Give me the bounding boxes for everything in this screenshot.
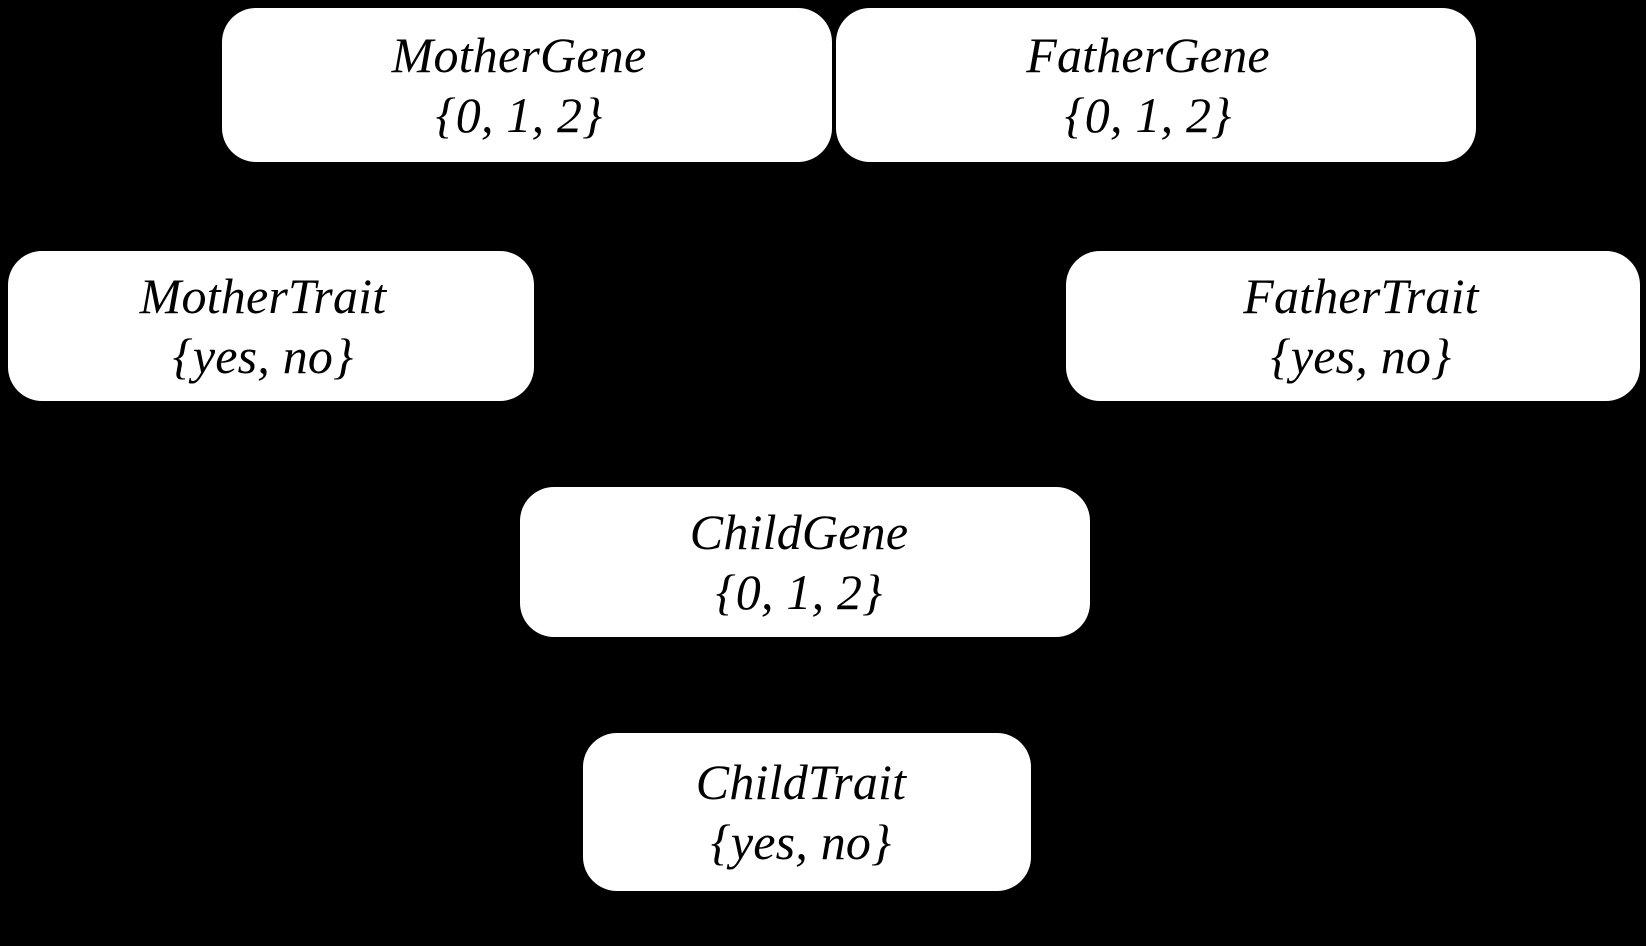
node-father-trait-domain: {yes, no} [1270,328,1452,384]
node-mother-gene-label: MotherGene [391,27,647,83]
node-mother-gene[interactable]: MotherGene {0, 1, 2} [222,8,832,162]
node-father-trait[interactable]: FatherTrait {yes, no} [1066,251,1640,401]
node-father-trait-text: FatherTrait {yes, no} [1243,269,1479,383]
node-child-gene[interactable]: ChildGene {0, 1, 2} [520,487,1090,637]
node-father-gene-text: FatherGene {0, 1, 2} [1026,28,1270,142]
node-child-trait[interactable]: ChildTrait {yes, no} [583,733,1031,891]
node-mother-trait-label: MotherTrait [139,268,387,324]
node-father-gene[interactable]: FatherGene {0, 1, 2} [836,8,1476,162]
node-father-gene-label: FatherGene [1026,27,1270,83]
node-mother-trait[interactable]: MotherTrait {yes, no} [8,251,534,401]
node-child-gene-text: ChildGene {0, 1, 2} [690,505,908,619]
node-child-trait-label: ChildTrait [695,754,907,810]
node-mother-trait-text: MotherTrait {yes, no} [140,269,387,383]
node-mother-gene-text: MotherGene {0, 1, 2} [392,28,647,142]
node-father-trait-label: FatherTrait [1243,268,1479,324]
node-child-gene-label: ChildGene [689,504,909,560]
node-mother-trait-domain: {yes, no} [172,328,354,384]
node-child-gene-domain: {0, 1, 2} [715,564,883,620]
node-child-trait-domain: {yes, no} [710,814,892,870]
node-child-trait-text: ChildTrait {yes, no} [696,755,906,869]
node-father-gene-domain: {0, 1, 2} [1064,87,1232,143]
node-mother-gene-domain: {0, 1, 2} [435,87,603,143]
